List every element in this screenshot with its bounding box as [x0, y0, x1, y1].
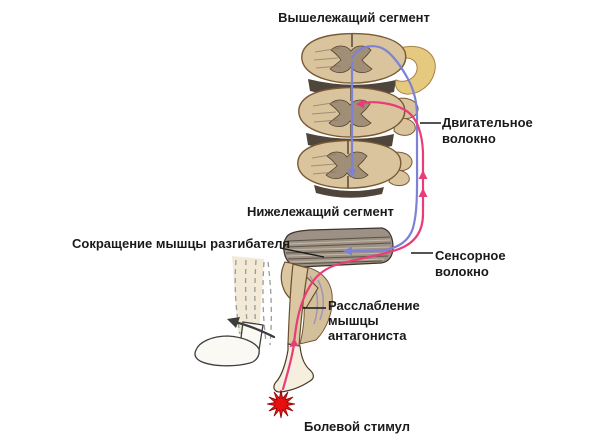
extensor-muscle: [283, 227, 394, 268]
label-antagonist-line2: мышцы: [328, 313, 379, 328]
sensory-arrowhead-cord-icon: [356, 99, 365, 109]
withdrawal-arrowhead-icon: [227, 317, 240, 328]
motor-arrowhead-descending-icon: [347, 169, 357, 178]
spinal-segment-lower: [297, 139, 402, 189]
label-antagonist-line3: антагониста: [328, 328, 407, 343]
foot-at-stimulus: [273, 343, 314, 393]
label-extensor-contraction: Сокращение мышцы разгибателя: [72, 236, 290, 251]
label-pain-stimulus: Болевой стимул: [304, 419, 410, 434]
extensor-leader: [279, 247, 325, 258]
label-sensory-fiber-line2: волокно: [435, 264, 489, 279]
ghost-leg: [232, 256, 264, 336]
sensory-arrowhead-ankle-icon: [289, 338, 299, 347]
leg: [194, 256, 333, 393]
label-motor-fiber-line1: Двигательное: [442, 115, 533, 130]
pain-stimulus-burst-icon: [266, 389, 296, 419]
withdrawn-foot: [194, 335, 260, 367]
sensory-arrowhead-up2-icon: [418, 188, 428, 197]
label-sensory-fiber-line1: Сенсорное: [435, 248, 506, 263]
motor-fiber: [343, 45, 419, 256]
withdrawal-arrow: [233, 320, 276, 339]
sensory-arrowhead-up1-icon: [418, 170, 428, 179]
label-antagonist-line1: Расслабление: [328, 298, 420, 313]
label-lower-segment: Нижележащий сегмент: [247, 204, 394, 219]
motor-arrowhead-muscle-icon: [343, 246, 352, 256]
label-upper-segment: Вышележащий сегмент: [278, 10, 430, 25]
sensory-fiber: [281, 99, 428, 391]
spinal-segment-upper: [301, 32, 407, 84]
leader-lines: [279, 122, 441, 309]
label-motor-fiber-line2: волокно: [442, 131, 496, 146]
